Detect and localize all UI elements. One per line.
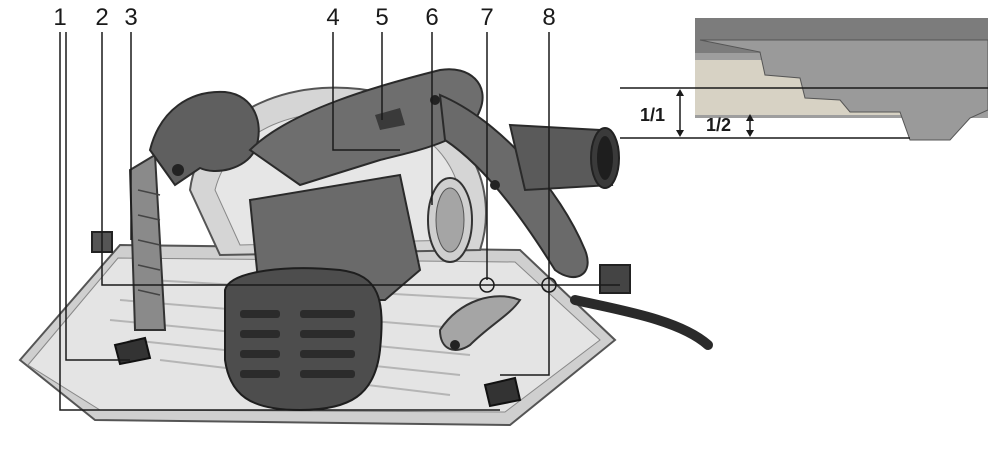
depth-scale bbox=[427, 177, 473, 263]
callout-8: 8 bbox=[542, 4, 556, 31]
callout-1: 1 bbox=[53, 4, 67, 31]
callout-3: 3 bbox=[124, 4, 138, 31]
dust-port bbox=[508, 123, 620, 192]
callout-6: 6 bbox=[425, 4, 439, 31]
callout-4: 4 bbox=[326, 4, 340, 31]
leader-lines bbox=[59, 32, 620, 411]
callout-5: 5 bbox=[375, 4, 389, 31]
bevel-lever bbox=[438, 295, 522, 351]
front-handle bbox=[148, 90, 260, 187]
depth-label-full: 1/1 bbox=[640, 105, 666, 125]
cutting-depth-inset bbox=[620, 18, 988, 141]
saw-blade bbox=[128, 153, 167, 331]
callout-2: 2 bbox=[95, 4, 109, 31]
depth-label-half: 1/2 bbox=[706, 115, 732, 135]
power-cord bbox=[570, 295, 713, 350]
callout-7: 7 bbox=[480, 4, 494, 31]
main-handle bbox=[248, 68, 484, 187]
motor-housing bbox=[224, 173, 422, 412]
